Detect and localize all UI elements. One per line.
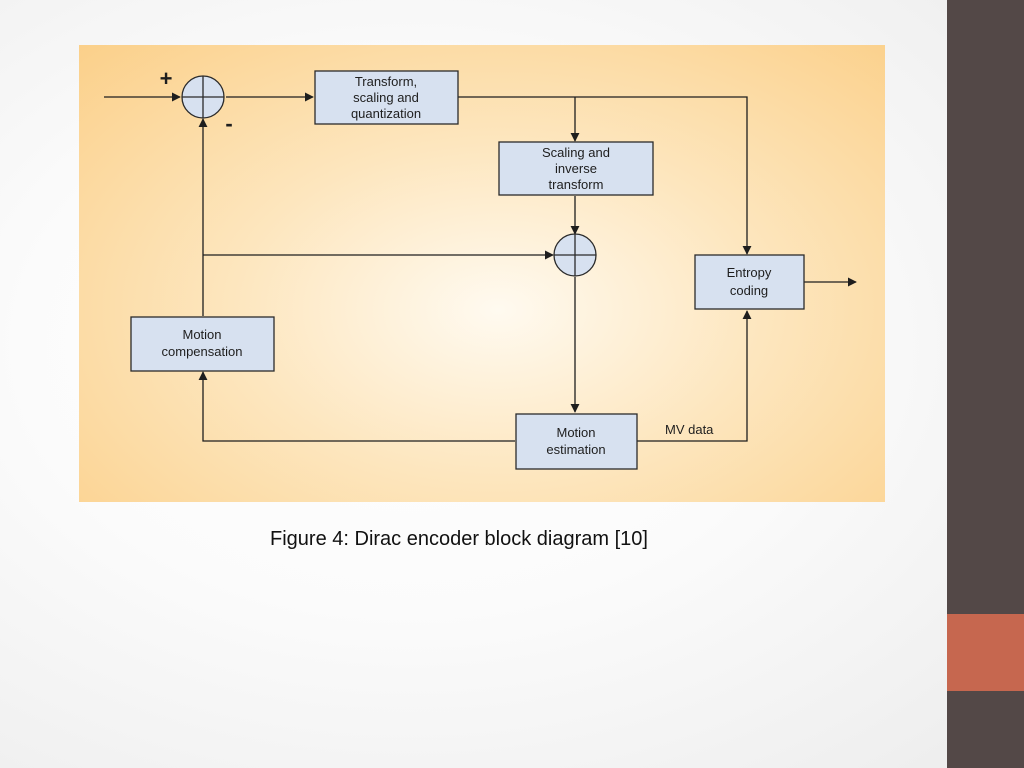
entropy-coding-line-1: Entropy: [727, 265, 772, 280]
transform-to-entropy-wire: [458, 96, 752, 255]
diagram-panel: + - Transform, scaling and quantization …: [79, 45, 885, 502]
scaling-inverse-line-3: transform: [549, 177, 604, 192]
transform-quantization-line-1: Transform,: [355, 74, 417, 89]
motion-estimation-to-compensation-arrow: [198, 371, 515, 442]
transform-quantization-block: Transform, scaling and quantization: [314, 70, 459, 125]
slide-sidebar-accent: [947, 614, 1024, 691]
mv-data-label: MV data: [665, 422, 714, 437]
transform-quantization-line-3: quantization: [351, 106, 421, 121]
input-subtractor: [181, 75, 225, 119]
scaling-inverse-line-2: inverse: [555, 161, 597, 176]
entropy-coding-block: Entropy coding: [694, 254, 805, 310]
entropy-coding-line-2: coding: [730, 283, 768, 298]
scaling-inverse-line-1: Scaling and: [542, 145, 610, 160]
motion-compensation-line-1: Motion: [182, 327, 221, 342]
scaling-inverse-transform-block: Scaling and inverse transform: [498, 141, 654, 196]
dirac-encoder-diagram: + - Transform, scaling and quantization …: [104, 66, 857, 470]
mv-data-to-entropy-arrow: [637, 310, 752, 442]
motion-estimation-block: Motion estimation: [515, 413, 638, 470]
motion-estimation-line-1: Motion: [556, 425, 595, 440]
motion-estimation-line-2: estimation: [546, 442, 605, 457]
motion-compensation-line-2: compensation: [162, 344, 243, 359]
reconstruction-adder: [553, 233, 597, 277]
motion-compensation-block: Motion compensation: [130, 316, 275, 372]
transform-quantization-line-2: scaling and: [353, 90, 419, 105]
minus-sign-label: -: [225, 111, 232, 136]
figure-caption: Figure 4: Dirac encoder block diagram [1…: [270, 528, 648, 550]
plus-sign-label: +: [160, 66, 173, 91]
